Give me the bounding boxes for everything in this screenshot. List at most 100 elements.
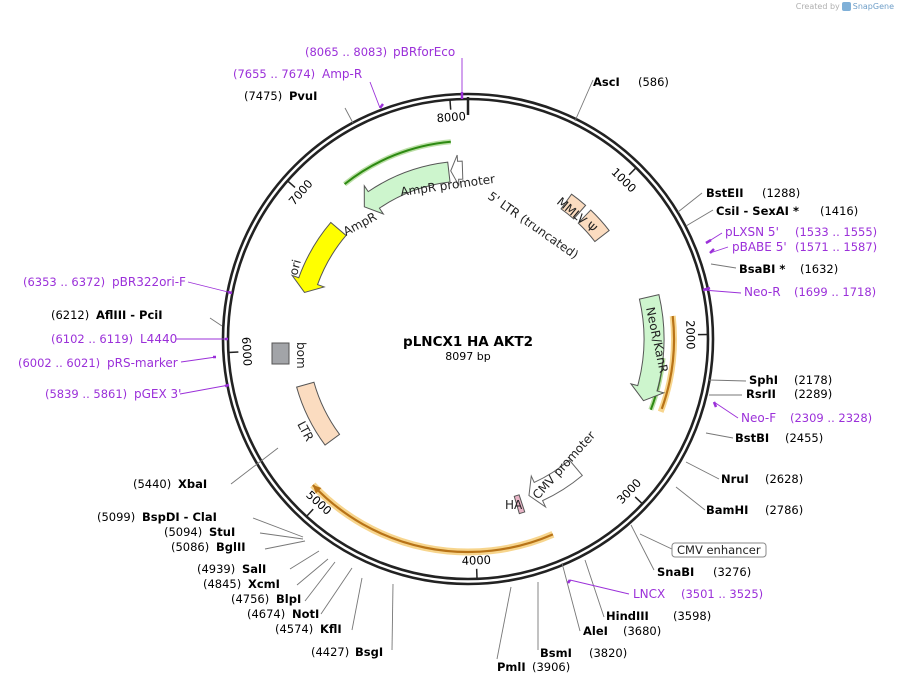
site-hindiii: HindIII <box>606 609 649 623</box>
primer-labels: (8065 .. 8083) pBRforEco (7655 .. 7674) … <box>18 45 877 601</box>
site-bglii-pos: (5086) <box>171 540 209 554</box>
site-bspdi-clai: BspDI - ClaI <box>142 510 217 524</box>
primer-neof: Neo-F <box>741 411 776 425</box>
credit-prefix: Created by <box>795 2 840 11</box>
ori-arrow <box>290 221 347 294</box>
leader-line <box>259 532 304 540</box>
primer-prs-marker: pRS-marker <box>107 356 178 370</box>
site-kfli: KflI <box>320 622 342 636</box>
leader-line <box>685 461 720 480</box>
site-blpi-pos: (4756) <box>231 592 269 606</box>
tick-label: 7000 <box>286 177 316 208</box>
site-pvui: PvuI <box>289 89 317 103</box>
site-csii-sexai-pos: (1416) <box>820 204 858 218</box>
site-rsrii-pos: (2289) <box>794 387 832 401</box>
primer-site-mark <box>227 290 233 295</box>
tick-mark <box>628 167 637 176</box>
leader-lines <box>176 58 747 660</box>
site-bsmi: BsmI <box>540 646 572 660</box>
primer-ampr-pos: (7655 .. 7674) <box>233 67 315 81</box>
tick-label: 6000 <box>239 336 255 366</box>
ampr-promoter-arrow <box>450 154 464 186</box>
feature-label-ampr: AmpR <box>341 209 379 238</box>
leader-line <box>677 192 703 213</box>
tick-mark <box>228 351 239 354</box>
tick-mark <box>634 496 643 505</box>
site-alei-pos: (3680) <box>623 624 661 638</box>
site-noti-pos: (4674) <box>247 607 285 621</box>
site-noti: NotI <box>292 607 319 621</box>
site-afliii-pcii-pos: (6212) <box>51 308 89 322</box>
primer-site-mark <box>712 401 718 408</box>
leader-line <box>230 447 279 485</box>
ampr-cds-arrow <box>363 161 451 215</box>
tick-mark <box>286 180 296 188</box>
primer-pbabe-pos: (1571 .. 1587) <box>795 240 877 254</box>
primer-pbr322ori-pos: (6353 .. 6372) <box>23 275 105 289</box>
primer-neor: Neo-R <box>744 285 781 299</box>
site-stui: StuI <box>209 525 235 539</box>
primer-lncx-pos: (3501 .. 3525) <box>681 587 763 601</box>
site-bsgi: BsgI <box>355 645 383 659</box>
primer-leader <box>179 384 230 395</box>
site-asci: AscI <box>593 75 620 89</box>
site-bsteii: BstEII <box>706 186 744 200</box>
primer-l4440: L4440 <box>140 332 177 346</box>
primer-ampr: Amp-R <box>322 67 362 81</box>
leader-line <box>351 577 363 631</box>
orf-glow-akt2 <box>310 482 555 556</box>
feature-label-cmv-promoter: CMV promoter <box>530 428 598 502</box>
tick-label: 4000 <box>461 553 491 568</box>
leader-line <box>296 558 329 586</box>
primer-leader <box>180 356 217 363</box>
translation-layer <box>310 139 677 556</box>
site-bsabi-pos: (1632) <box>800 262 838 276</box>
leader-line <box>675 486 706 511</box>
feature-label-cmv-enhancer: CMV enhancer <box>677 543 761 557</box>
asci-leader <box>574 79 594 122</box>
feature-label-ori: ori <box>286 258 304 277</box>
primer-pgex: pGEX 3' <box>134 387 181 401</box>
site-labels: AscI (586) BstEII (1288) CsiI - SexAI * … <box>51 75 858 674</box>
primer-site-mark <box>702 286 711 292</box>
site-sali: SalI <box>242 562 266 576</box>
cmv-promoter-arrow <box>528 459 583 509</box>
leader-line <box>289 550 320 570</box>
leader-line <box>264 540 306 550</box>
ampr-trans-arc <box>343 140 451 185</box>
site-pmli-pos: (3906) <box>532 660 570 674</box>
leader-line <box>209 317 223 327</box>
primer-site-mark <box>224 383 230 388</box>
leader-line <box>320 567 353 615</box>
site-nrui-pos: (2628) <box>765 472 803 486</box>
snapgene-logo-icon <box>841 2 851 11</box>
ha-tag-box <box>513 494 526 515</box>
primer-neor-pos: (1699 .. 1718) <box>794 285 876 299</box>
neor-cds-arrow <box>629 294 666 402</box>
plasmid-name: pLNCX1 HA AKT2 <box>403 334 533 350</box>
site-sphi-pos: (2178) <box>794 373 832 387</box>
site-pmli: PmlI <box>497 660 526 674</box>
primer-pgex-pos: (5839 .. 5861) <box>45 387 127 401</box>
site-nrui: NruI <box>721 472 749 486</box>
site-alei: AleI <box>583 624 608 638</box>
site-csii-sexai: CsiI - SexAI * <box>716 204 799 218</box>
site-afliii-pcii: AflIII - PciI <box>96 308 163 322</box>
site-sphi: SphI <box>749 373 778 387</box>
primer-prs-marker-pos: (6002 .. 6021) <box>18 356 100 370</box>
plasmid-size: 8097 bp <box>445 350 490 363</box>
site-asci-pos: (586) <box>638 75 669 89</box>
primer-site-mark <box>379 103 384 109</box>
leader-line <box>708 379 747 382</box>
site-pvui-pos: (7475) <box>244 89 282 103</box>
site-bstbi-pos: (2455) <box>785 431 823 445</box>
leader-line <box>496 586 512 660</box>
snapgene-credit: Created by SnapGene <box>796 2 894 11</box>
primer-leader <box>702 289 742 294</box>
site-snabi: SnaBI <box>657 565 694 579</box>
ltr-box <box>296 381 341 446</box>
primer-neof-pos: (2309 .. 2328) <box>790 411 872 425</box>
mmlv-psi-box <box>577 209 610 243</box>
primer-l4440-pos: (6102 .. 6119) <box>51 332 133 346</box>
